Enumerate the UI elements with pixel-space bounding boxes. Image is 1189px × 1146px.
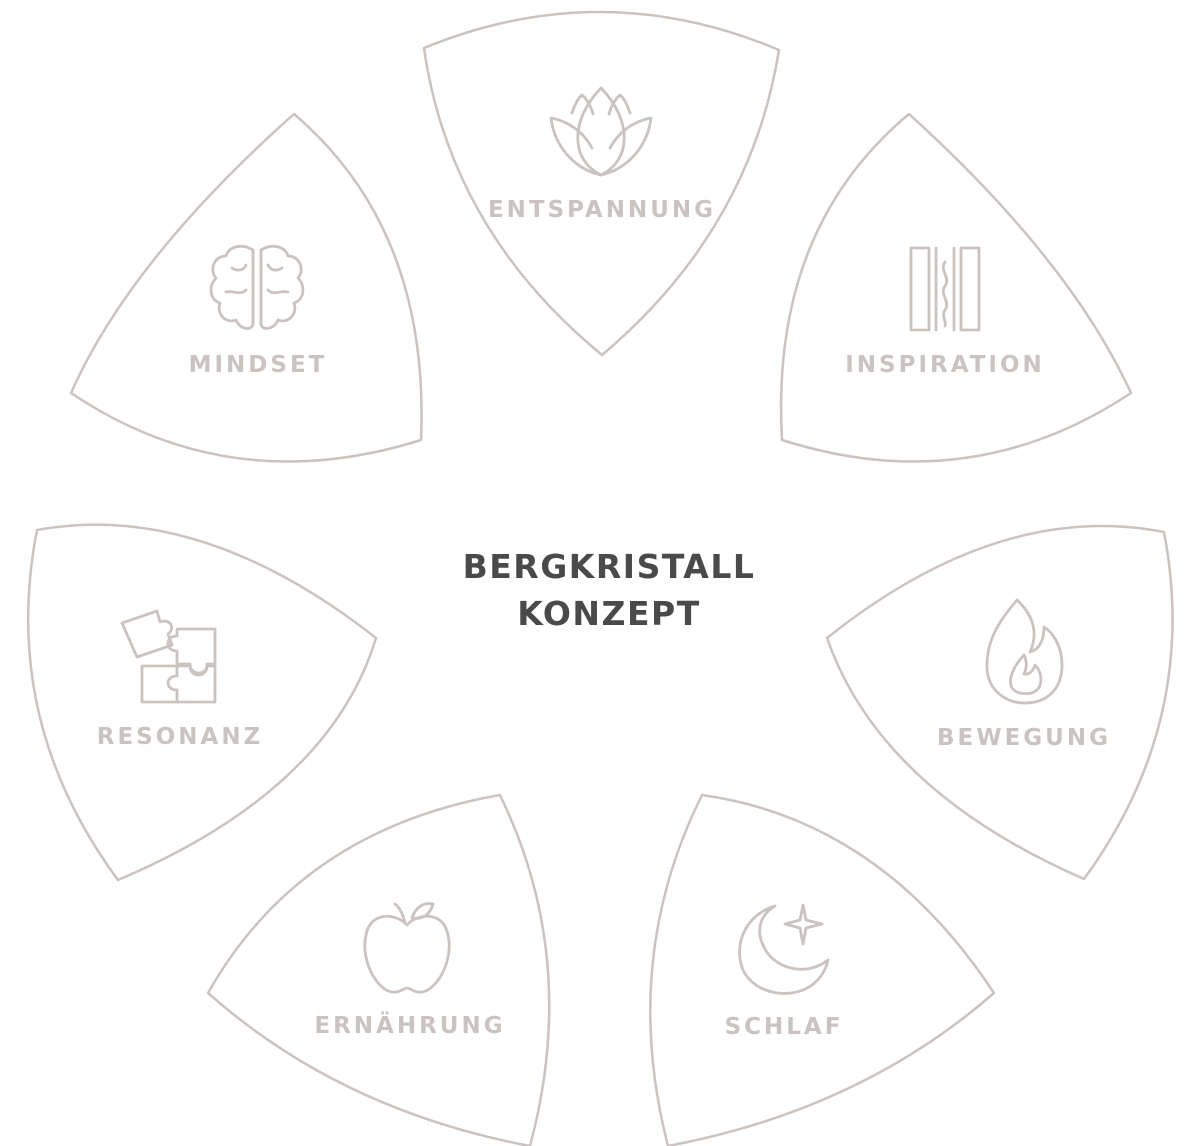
petal-bewegung[interactable]: BEWEGUNG: [825, 524, 1174, 881]
puzzle-icon: [120, 609, 217, 704]
petal-resonanz[interactable]: RESONANZ: [26, 523, 378, 882]
center-title: BERGKRISTALL KONZEPT: [463, 547, 756, 633]
petal-bewegung-shape: [825, 524, 1174, 881]
petal-schlaf-label: SCHLAF: [725, 1014, 844, 1040]
petal-inspiration-shape: [779, 112, 1133, 463]
lotus-icon: [549, 86, 653, 177]
petal-bewegung-label: BEWEGUNG: [937, 725, 1111, 751]
petal-resonanz-label: RESONANZ: [97, 724, 264, 750]
center-title-line1: BERGKRISTALL: [463, 547, 756, 586]
petal-mindset-label: MINDSET: [189, 352, 328, 378]
petal-mindset[interactable]: MINDSET: [69, 112, 423, 463]
petal-entspannung[interactable]: ENTSPANNUNG: [422, 10, 781, 357]
apple-icon: [363, 902, 451, 994]
petal-ernaehrung[interactable]: ERNÄHRUNG: [206, 793, 551, 1146]
petal-inspiration[interactable]: INSPIRATION: [779, 112, 1133, 463]
petal-schlaf[interactable]: SCHLAF: [649, 793, 996, 1146]
petal-schlaf-shape: [649, 793, 996, 1146]
brain-icon: [209, 244, 305, 330]
petal-ernaehrung-label: ERNÄHRUNG: [314, 1011, 505, 1039]
flame-icon: [985, 598, 1064, 705]
petal-entspannung-label: ENTSPANNUNG: [488, 197, 716, 223]
petal-ernaehrung-shape: [206, 793, 551, 1146]
petal-inspiration-label: INSPIRATION: [845, 352, 1045, 378]
center-title-line2: KONZEPT: [517, 594, 700, 633]
pillars-icon: [909, 246, 981, 332]
petal-entspannung-shape: [422, 10, 781, 357]
petal-mindset-shape: [69, 112, 423, 463]
moon-star-icon: [738, 903, 830, 995]
